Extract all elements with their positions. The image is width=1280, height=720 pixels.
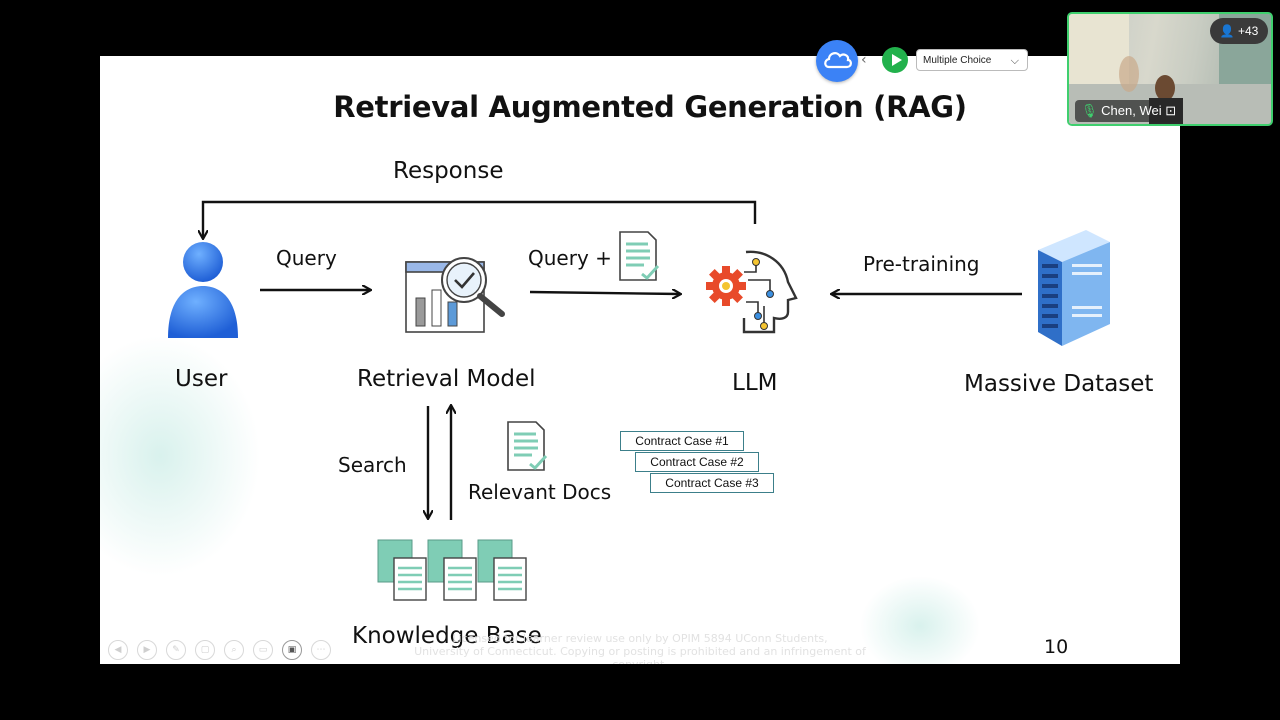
participant-name-tag: 🎙 Chen, Wei ⊡ xyxy=(1075,100,1183,122)
massive-dataset-label: Massive Dataset xyxy=(964,371,1154,397)
llm-label: LLM xyxy=(732,370,778,396)
relevant-docs-label: Relevant Docs xyxy=(468,480,612,504)
query-plus-arrow xyxy=(529,292,680,294)
search-label: Search xyxy=(338,453,407,477)
participant-count: +43 xyxy=(1237,24,1259,38)
play-icon-glyph xyxy=(892,54,902,66)
slide-nav-controls: ◀ ▶ ✎ ▢ ⌕ ▭ ▣ ⋯ xyxy=(108,640,331,660)
decorative-glow xyxy=(100,336,260,576)
query-plus-label: Query + xyxy=(528,246,612,270)
next-slide-icon[interactable]: ▶ xyxy=(137,640,157,660)
document-icon xyxy=(619,231,660,281)
zoom-icon[interactable]: ⌕ xyxy=(224,640,244,660)
page-number: 10 xyxy=(1044,636,1069,658)
participant-name: Chen, Wei xyxy=(1101,103,1162,118)
participant-count-badge[interactable]: 👤 +43 xyxy=(1210,18,1268,44)
cloud-icon[interactable] xyxy=(816,40,858,82)
contract-case-card: Contract Case #2 xyxy=(635,452,759,472)
previous-slide-icon[interactable]: ◀ xyxy=(108,640,128,660)
dropdown-value: Multiple Choice xyxy=(923,55,992,66)
server-dataset-icon xyxy=(1038,230,1110,346)
decorative-glow xyxy=(860,576,980,664)
response-label: Response xyxy=(393,158,504,184)
chevron-down-icon: ⌵ xyxy=(1010,55,1019,67)
retrieval-model-label: Retrieval Model xyxy=(357,366,536,392)
pretraining-label: Pre-training xyxy=(863,252,980,276)
slide: Retrieval Augmented Generation (RAG) xyxy=(100,56,1180,664)
copyright-footer: Licensed for learner review use only by … xyxy=(400,632,880,664)
contract-case-card: Contract Case #3 xyxy=(650,473,774,493)
diagram-arrows xyxy=(100,200,1022,520)
pen-icon[interactable]: ✎ xyxy=(166,640,186,660)
contract-case-card: Contract Case #1 xyxy=(620,431,744,451)
person-icon: 👤 xyxy=(1219,24,1235,38)
knowledge-base-label: Knowledge Base xyxy=(352,623,542,649)
play-icon[interactable] xyxy=(882,47,908,73)
llm-brain-icon xyxy=(706,250,798,334)
microphone-icon: 🎙 xyxy=(1081,103,1098,118)
screen-share-icon: ⊡ xyxy=(1165,103,1177,118)
query-label: Query xyxy=(276,246,337,270)
user-label: User xyxy=(175,366,228,392)
cloud-icon-glyph xyxy=(824,52,852,69)
subtitles-icon[interactable]: ▭ xyxy=(253,640,273,660)
slides-icon[interactable]: ▢ xyxy=(195,640,215,660)
relevant-document-icon xyxy=(507,421,548,471)
footer-line-1: Licensed for learner review use only by … xyxy=(452,632,828,645)
footer-line-2: University of Connecticut. Copying or po… xyxy=(414,645,866,664)
response-arrow xyxy=(203,200,757,238)
camera-icon[interactable]: ▣ xyxy=(282,640,302,660)
question-type-dropdown[interactable]: Multiple Choice ⌵ xyxy=(916,49,1028,71)
knowledge-base-icon xyxy=(377,539,527,601)
retrieval-model-icon xyxy=(405,257,505,333)
participant-video[interactable]: 👤 +43 🎙 Chen, Wei ⊡ xyxy=(1067,12,1273,126)
chevron-left-icon[interactable]: ‹ xyxy=(861,52,867,68)
slide-title: Retrieval Augmented Generation (RAG) xyxy=(333,90,967,124)
more-options-icon[interactable]: ⋯ xyxy=(311,640,331,660)
user-icon xyxy=(168,242,238,338)
